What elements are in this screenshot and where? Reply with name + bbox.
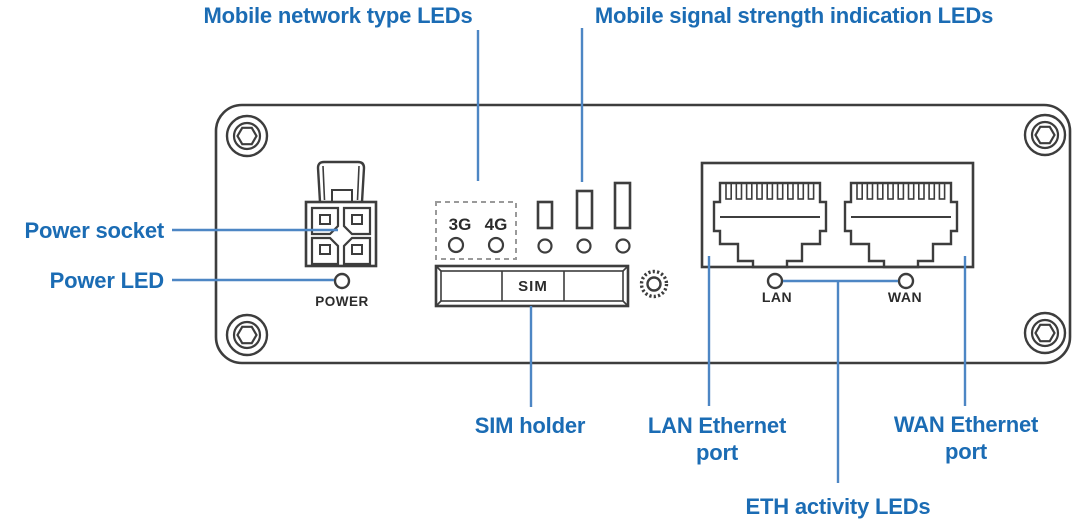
faceplate-label-power: POWER xyxy=(315,294,369,309)
faceplate-label-4g: 4G xyxy=(484,215,508,234)
faceplate-label-3g: 3G xyxy=(448,215,472,234)
faceplate-label-wan: WAN xyxy=(887,289,923,305)
callout-wan-ethernet-port: WAN Ethernet port xyxy=(893,412,1039,464)
callout-eth-activity-leds: ETH activity LEDs xyxy=(745,494,931,519)
signal-strength-bars xyxy=(536,181,632,254)
faceplate-label-sim: SIM xyxy=(518,278,548,295)
callout-signal-strength-leds: Mobile signal strength indication LEDs xyxy=(594,3,994,28)
signal-bar-1 xyxy=(536,200,554,230)
callout-leader-lines xyxy=(172,28,967,483)
signal-bar-3 xyxy=(613,181,632,230)
faceplate-label-lan: LAN xyxy=(761,289,793,305)
callout-sim-holder: SIM holder xyxy=(474,413,586,438)
wan-activity-led xyxy=(897,272,915,290)
led-3g-circle xyxy=(447,236,465,254)
signal-led-2 xyxy=(576,238,592,254)
signal-led-1 xyxy=(537,238,553,254)
signal-led-3 xyxy=(615,238,631,254)
ethernet-ports-block xyxy=(700,161,975,269)
network-type-dashed-box xyxy=(435,201,517,260)
callout-network-type-leds: Mobile network type LEDs xyxy=(203,3,473,28)
callout-lan-ethernet-port: LAN Ethernet port xyxy=(647,413,787,465)
round-button-icon xyxy=(639,269,669,299)
faceplate-outline xyxy=(214,103,1072,365)
callout-power-socket: Power socket xyxy=(24,218,165,243)
power-socket-connector xyxy=(304,160,378,268)
lan-activity-led xyxy=(766,272,784,290)
power-led-circle xyxy=(333,272,351,290)
signal-bar-2 xyxy=(575,189,594,230)
led-4g-circle xyxy=(487,236,505,254)
callout-power-led: Power LED xyxy=(49,268,165,293)
